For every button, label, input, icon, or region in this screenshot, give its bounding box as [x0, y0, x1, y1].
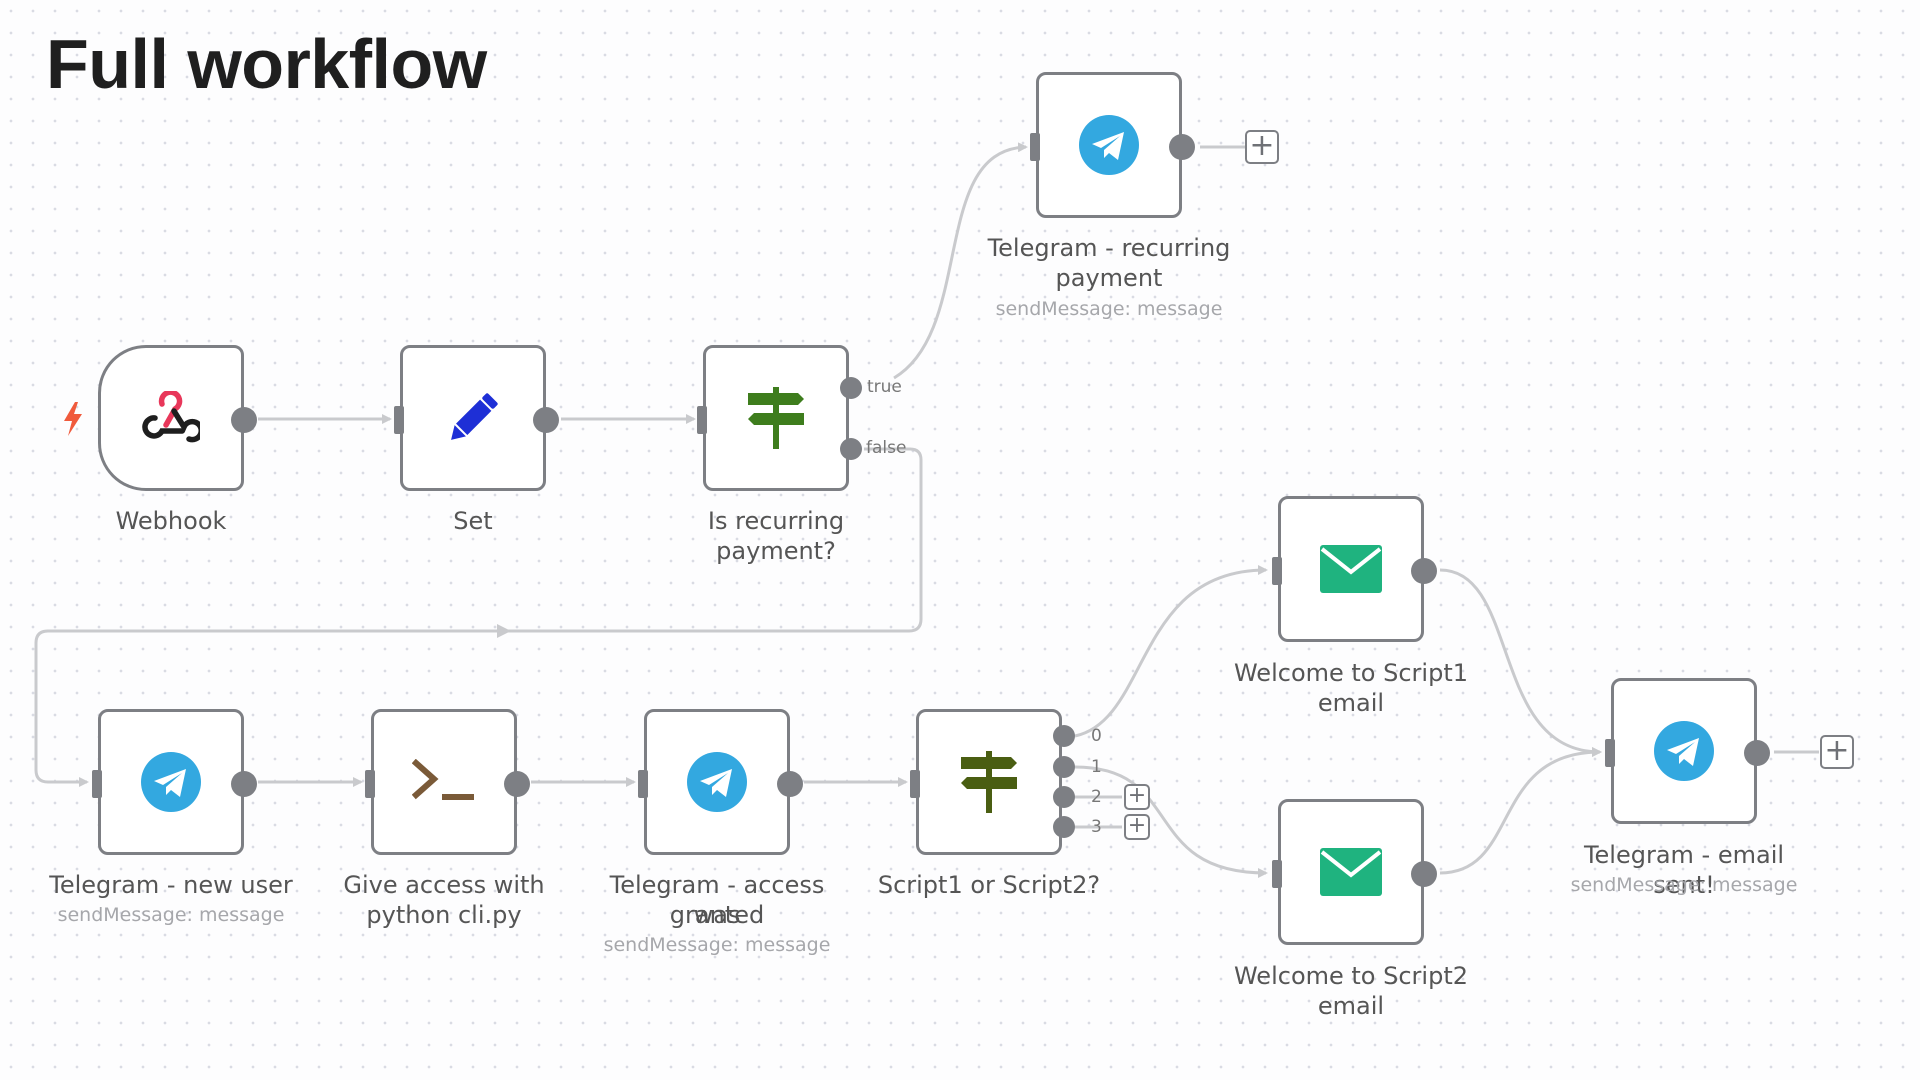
add-node-button[interactable]: + [1245, 130, 1279, 164]
output-handle[interactable] [1169, 134, 1195, 160]
node-label-welcome1-line1: Welcome to Script1 [1233, 659, 1468, 687]
input-handle[interactable] [910, 770, 920, 798]
node-telegram-access-granted[interactable] [638, 709, 803, 855]
node-subtitle-telegram-new-user: sendMessage: message [57, 904, 285, 926]
output-handle[interactable] [1744, 740, 1770, 766]
input-handle[interactable] [1272, 860, 1282, 888]
output-port-false[interactable] [840, 438, 862, 460]
page-title: Full workflow [46, 25, 487, 103]
node-label-telegram-recurring-line2: payment [1055, 264, 1163, 292]
edge-welcome2-telegram-email-sent [1439, 747, 1602, 875]
input-handle[interactable] [92, 770, 102, 798]
node-is-recurring-payment[interactable] [697, 345, 849, 491]
output-label-2: 2 [1091, 787, 1102, 807]
output-label-1: 1 [1091, 757, 1102, 777]
input-handle[interactable] [638, 770, 648, 798]
output-port-true[interactable] [840, 377, 862, 399]
signpost-icon [748, 387, 804, 449]
node-label-welcome2-line2: email [1317, 992, 1385, 1020]
terminal-icon [412, 759, 474, 800]
node-welcome-script2-email[interactable] [1272, 799, 1437, 945]
node-subtitle-telegram-recurring: sendMessage: message [995, 298, 1223, 320]
node-script-switch[interactable] [910, 709, 1062, 855]
node-label-is-recurring-payment: Is recurring payment? [707, 507, 845, 565]
node-label-telegram-email-sent: Telegram - email sent! [1583, 841, 1785, 899]
output-port-3[interactable] [1053, 816, 1075, 838]
input-handle[interactable] [394, 406, 404, 434]
output-handle[interactable] [777, 771, 803, 797]
signpost-icon [961, 751, 1017, 813]
output-handle[interactable] [1411, 558, 1437, 584]
input-handle[interactable] [697, 406, 707, 434]
pencil-icon [451, 393, 498, 440]
webhook-icon [142, 391, 200, 443]
envelope-icon [1320, 848, 1382, 896]
node-subtitle-telegram-email-sent: sendMessage: message [1570, 874, 1798, 896]
input-handle[interactable] [1605, 739, 1615, 767]
output-label-true: true [867, 377, 902, 397]
output-handle[interactable] [1411, 861, 1437, 887]
telegram-icon [1079, 115, 1139, 175]
envelope-icon [1320, 545, 1382, 593]
output-label-0: 0 [1091, 726, 1102, 746]
add-node-button[interactable]: + [1124, 814, 1150, 840]
edge-if-false-telegram-new-user [34, 447, 923, 787]
output-handle[interactable] [231, 771, 257, 797]
node-welcome-script1-email[interactable] [1272, 496, 1437, 642]
output-label-3: 3 [1091, 817, 1102, 837]
edge-switch-1-welcome2 [1074, 765, 1268, 878]
output-handle[interactable] [504, 771, 530, 797]
node-telegram-new-user[interactable] [92, 709, 257, 855]
node-label-set: Set [453, 507, 493, 535]
output-port-2[interactable] [1053, 786, 1075, 808]
lightning-bolt-icon [64, 402, 82, 436]
input-handle[interactable] [365, 770, 375, 798]
output-port-0[interactable] [1053, 725, 1075, 747]
edge-if-true-telegram-recurring [893, 142, 1028, 380]
node-label-telegram-new-user: Telegram - new user [49, 871, 293, 899]
node-label-telegram-access-line1: Telegram - access was [609, 871, 825, 929]
node-subtitle-telegram-access: sendMessage: message [603, 934, 831, 956]
node-label-give-access-line1: Give access with [343, 871, 545, 899]
node-label-telegram-recurring-line1: Telegram - recurring [987, 234, 1231, 262]
node-label-welcome2-line1: Welcome to Script2 [1233, 962, 1468, 990]
node-label-give-access-line2: python cli.py [366, 901, 522, 929]
node-label-script-switch: Script1 or Script2? [877, 871, 1101, 899]
node-label-webhook: Webhook [115, 507, 227, 535]
node-telegram-recurring-payment[interactable] [1030, 72, 1195, 218]
output-handle[interactable] [231, 407, 257, 433]
edge-switch-0-welcome1 [1074, 565, 1268, 738]
output-port-1[interactable] [1053, 756, 1075, 778]
input-handle[interactable] [1272, 557, 1282, 585]
node-set[interactable] [394, 345, 559, 491]
node-give-access[interactable] [365, 709, 530, 855]
telegram-icon [141, 752, 201, 812]
input-handle[interactable] [1030, 133, 1040, 161]
node-webhook[interactable] [98, 345, 257, 491]
telegram-icon [1654, 721, 1714, 781]
node-telegram-email-sent[interactable] [1605, 678, 1770, 824]
loop-arrow [497, 624, 511, 638]
edge-welcome1-telegram-email-sent [1439, 568, 1602, 757]
node-label-telegram-access-line2: granted [669, 901, 765, 929]
add-node-button[interactable]: + [1124, 784, 1150, 810]
telegram-icon [687, 752, 747, 812]
output-label-false: false [866, 438, 907, 458]
node-label-welcome1-line2: email [1317, 689, 1385, 717]
add-node-button[interactable]: + [1820, 735, 1854, 769]
output-handle[interactable] [533, 407, 559, 433]
